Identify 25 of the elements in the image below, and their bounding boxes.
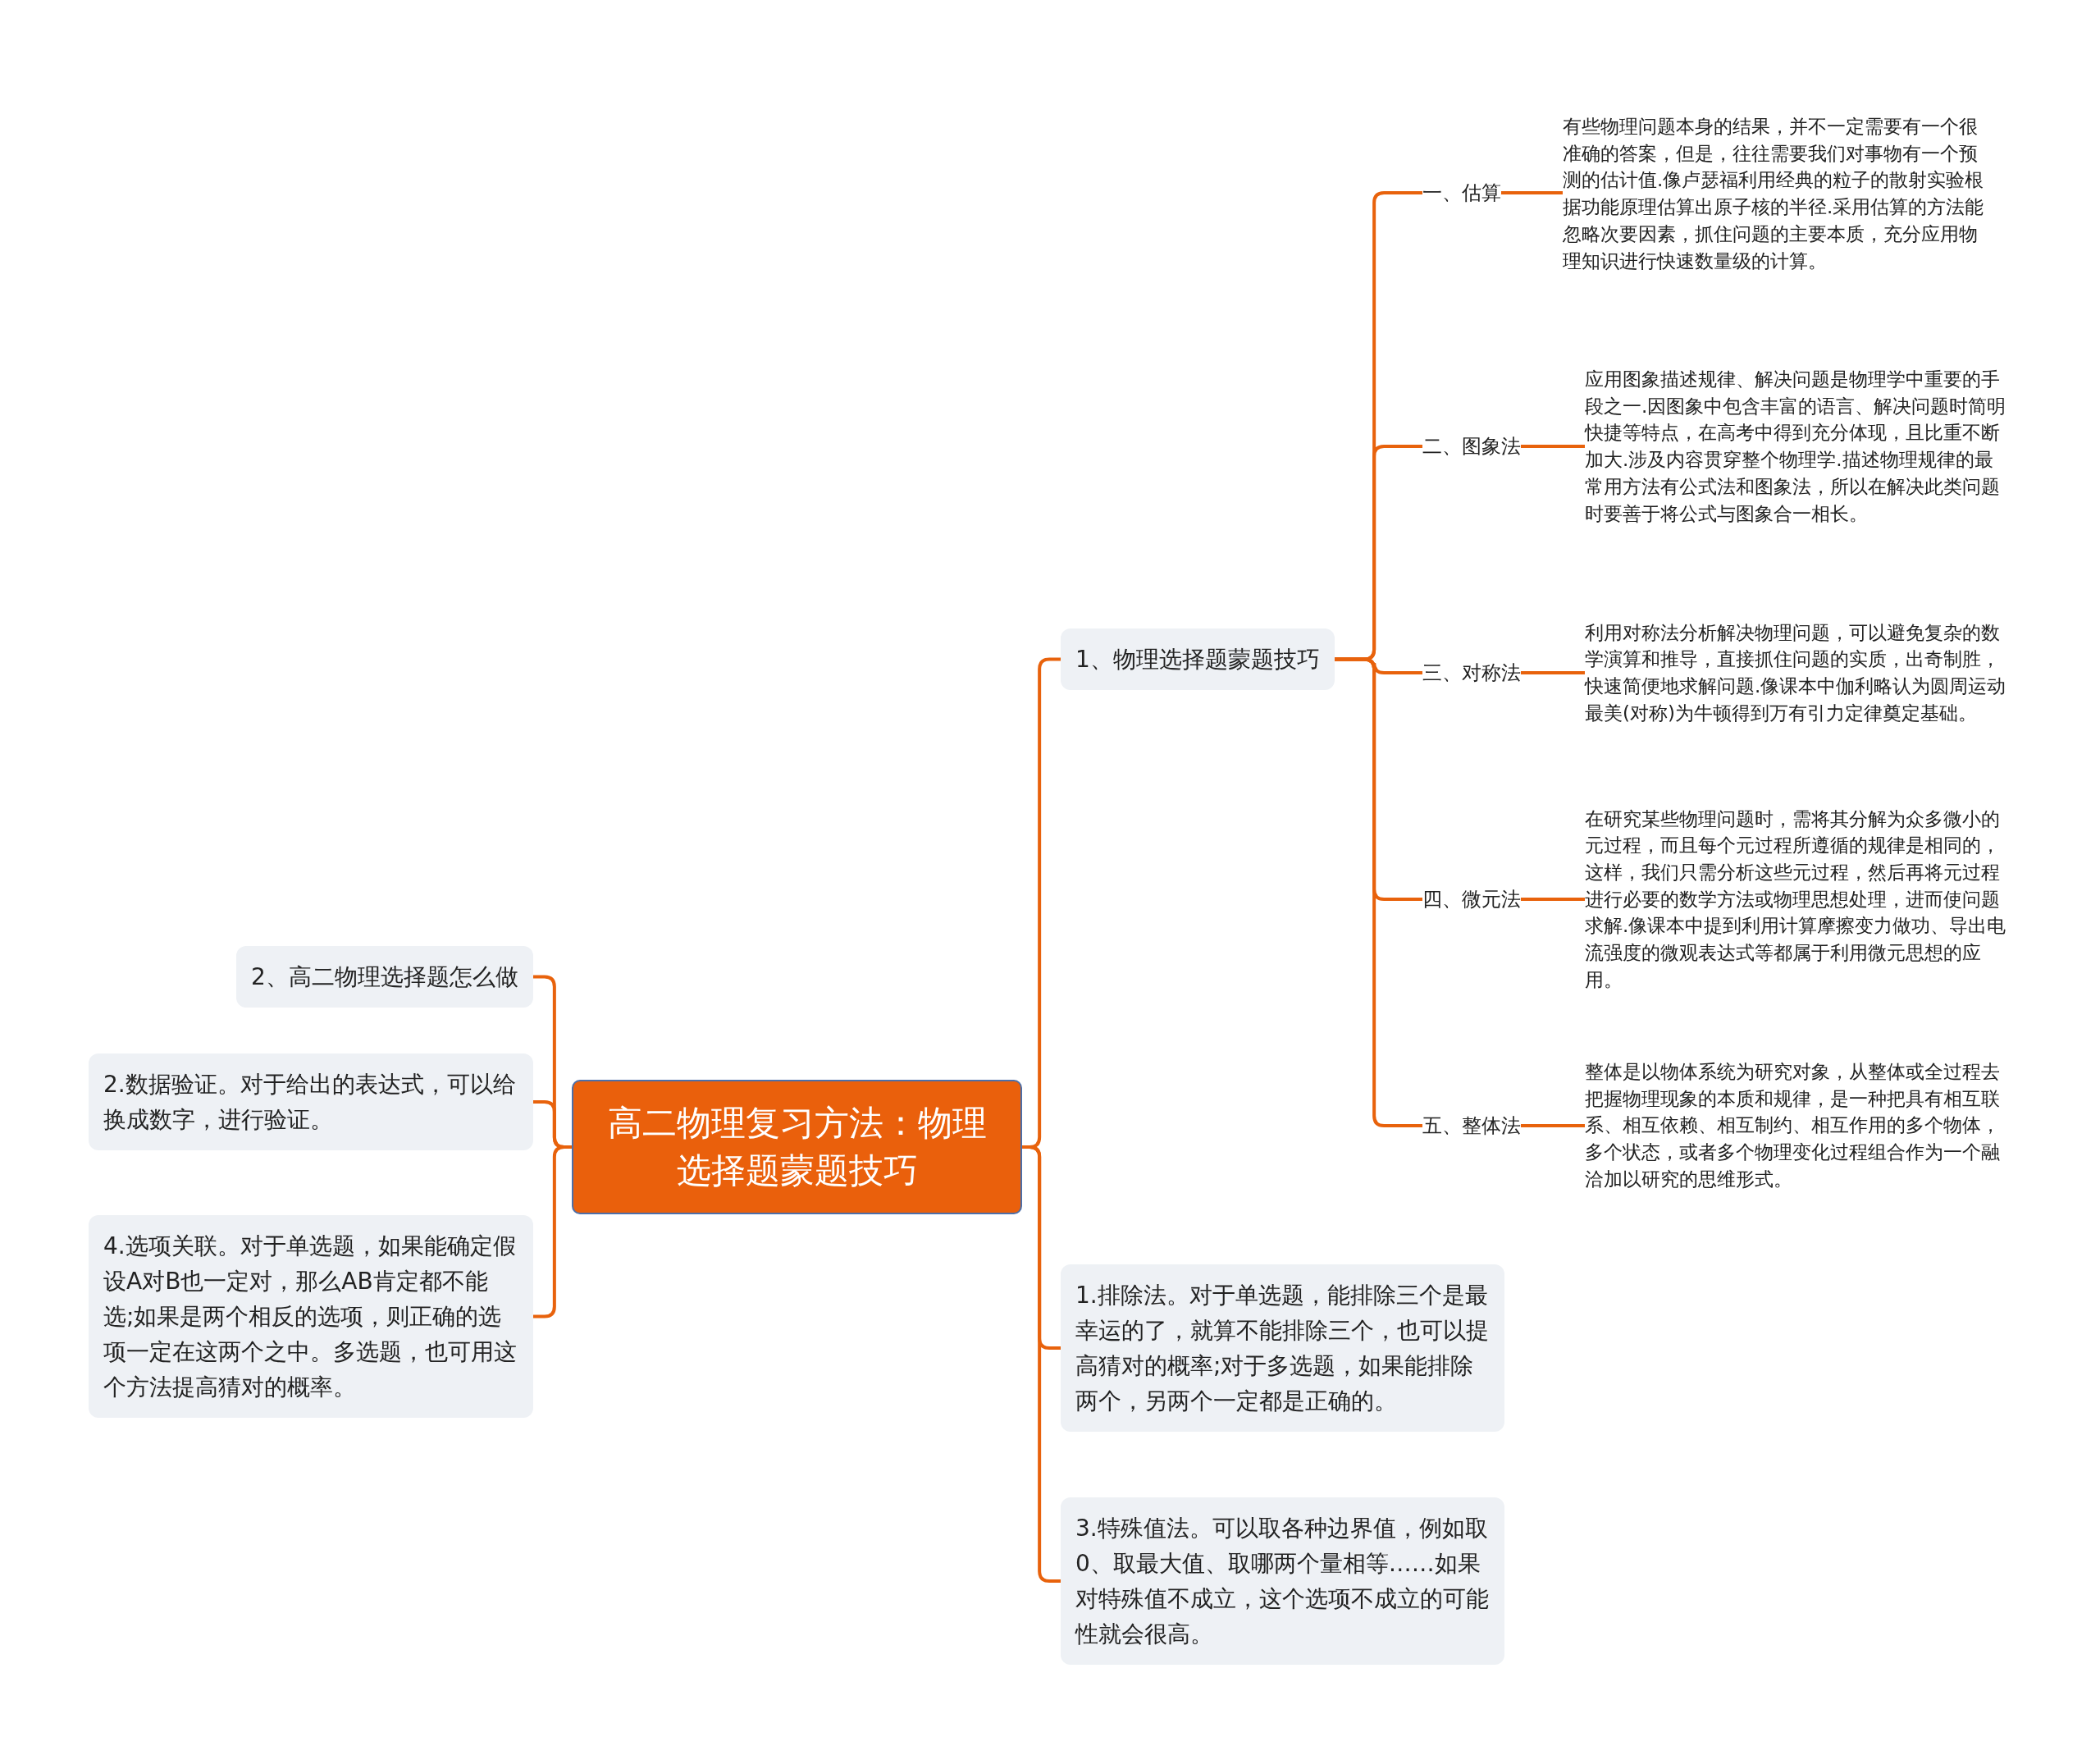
connector-line xyxy=(1022,1145,1061,1583)
topic-box: 2.数据验证。对于给出的表达式，可以给换成数字，进行验证。 xyxy=(89,1053,533,1150)
connector-line xyxy=(1521,445,1585,448)
connector-line xyxy=(533,1145,572,1319)
connector-line xyxy=(1501,191,1563,194)
description-text: 应用图象描述规律、解决问题是物理学中重要的手段之一.因图象中包含丰富的语言、解决问题时简明快捷等特点，在高考中得到充分体现，且比重不断加大.涉及内容贯穿整个物理学.描述物理规律的最常用方法有公式法和图象法，所以在解决此类问题时要善于将公式与图象合一相长。 xyxy=(1585,366,2011,528)
topic-box: 4.选项关联。对于单选题，如果能确定假设A对B也一定对，那么AB肯定都不能选;如果是两个相反的选项，则正确的选项一定在这两个之中。多选题，也可用这个方法提高猜对的概率。 xyxy=(89,1214,533,1418)
description-text: 有些物理问题本身的结果，并不一定需要有一个很准确的答案，但是，往往需要我们对事物有一个预测的估计值.像卢瑟福利用经典的粒子的散射实验根据功能原理估算出原子核的半径.采用估算的方法能忽略次要因素，抓住问题的主要本质，充分应用物理知识进行快速数量级的计算。 xyxy=(1563,113,1989,275)
central-topic-box: 高二物理复习方法：物理选择题蒙题技巧 xyxy=(572,1080,1022,1214)
topic-box: 1.排除法。对于单选题，能排除三个是最幸运的了，就算不能排除三个，也可以提高猜对的概率;对于多选题，如果能排除两个，另两个一定都是正确的。 xyxy=(1061,1264,1504,1432)
topic-box: 1、物理选择题蒙题技巧 xyxy=(1061,628,1335,690)
method-label: 四、微元法 xyxy=(1422,886,1521,912)
topic-box: 2、高二物理选择题怎么做 xyxy=(236,945,533,1008)
method-label: 三、对称法 xyxy=(1422,660,1521,686)
connector-line xyxy=(1521,1124,1585,1127)
method-label: 二、图象法 xyxy=(1422,433,1521,459)
method-label: 五、整体法 xyxy=(1422,1113,1521,1139)
connector-line xyxy=(1521,898,1585,901)
topic-box: 3.特殊值法。可以取各种边界值，例如取0、取最大值、取哪两个量相等……如果对特殊值不成立，这个选项不成立的可能性就会很高。 xyxy=(1061,1497,1504,1665)
description-text: 整体是以物体系统为研究对象，从整体或全过程去把握物理现象的本质和规律，是一种把具有相互联系、相互依赖、相互制约、相互作用的多个物体，多个状态，或者多个物理变化过程组合作为一个融洽加以研究的思维形式。 xyxy=(1585,1058,2011,1193)
description-text: 在研究某些物理问题时，需将其分解为众多微小的元过程，而且每个元过程所遵循的规律是相同的，这样，我们只需分析这些元过程，然后再将元过程进行必要的数学方法或物理思想处理，进而使问题求解.像课本中提到利用计算摩擦变力做功、导出电流强度的微观表达式等都属于利用微元思想的应用。 xyxy=(1585,805,2011,994)
connector-line xyxy=(1521,671,1585,674)
connector-line xyxy=(1335,657,1422,1127)
method-label: 一、估算 xyxy=(1422,180,1501,206)
description-text: 利用对称法分析解决物理问题，可以避免复杂的数学演算和推导，直接抓住问题的实质，出奇制胜，快速简便地求解问题.像课本中伽利略认为圆周运动最美(对称)为牛顿得到万有引力定律奠定基础。 xyxy=(1585,619,2011,727)
